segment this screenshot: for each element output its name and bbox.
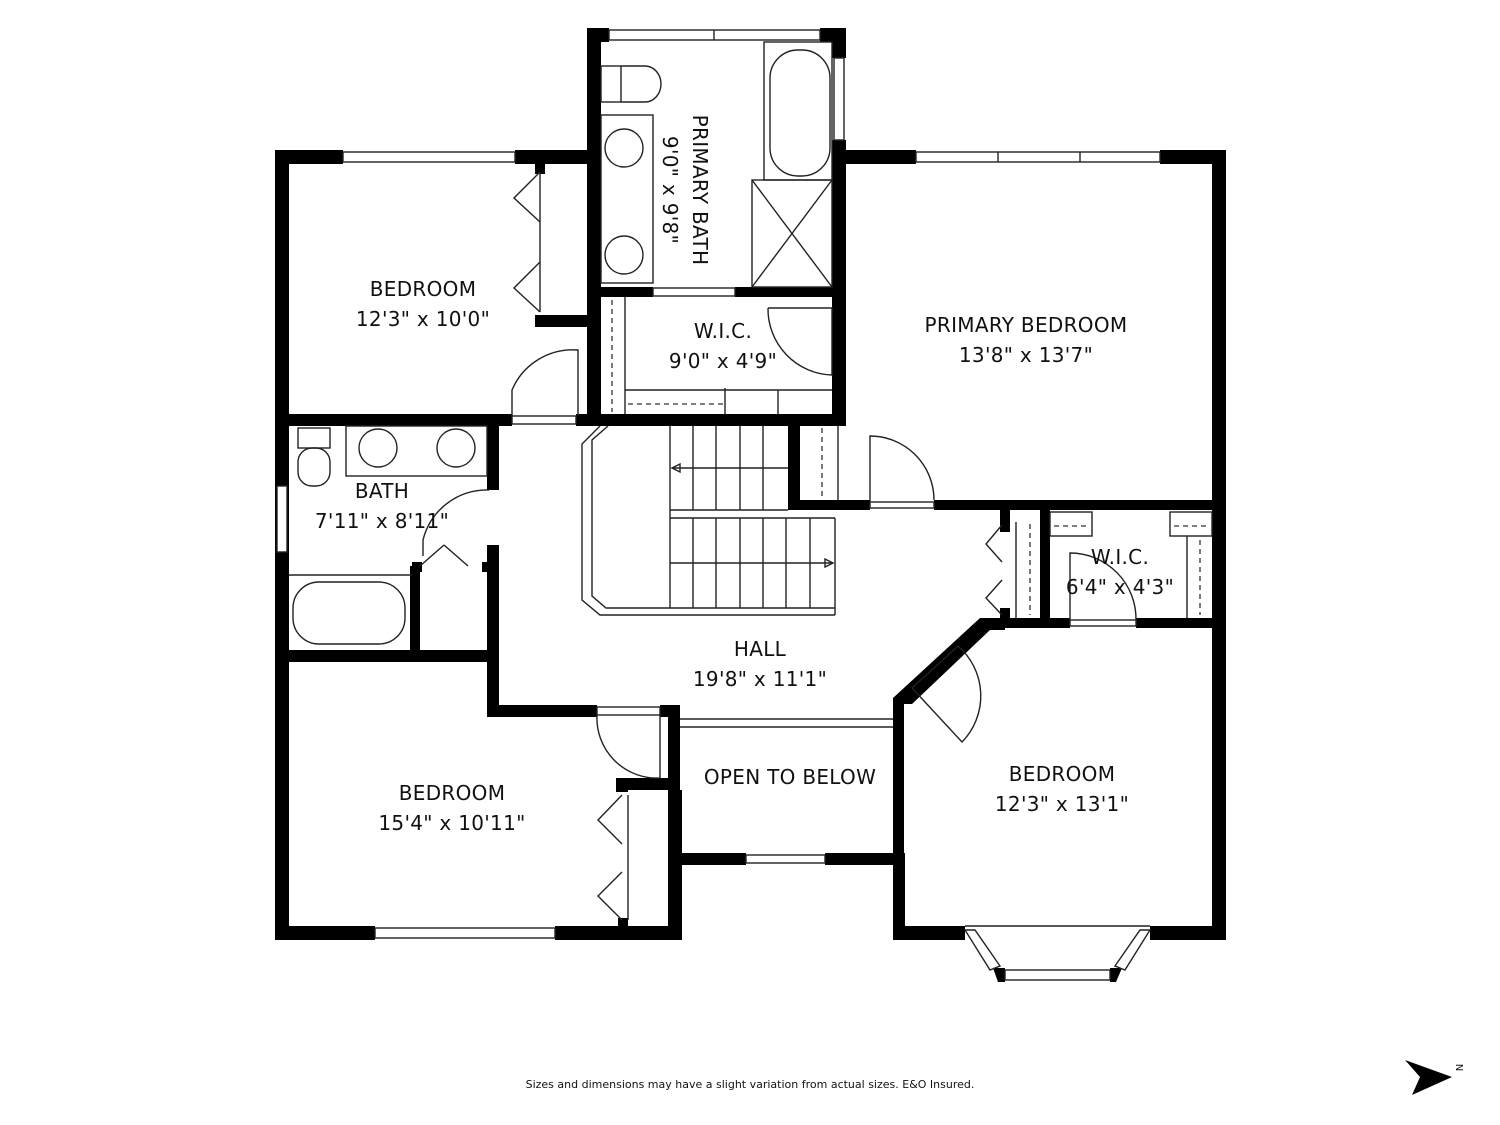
room-name: W.I.C. (1090, 545, 1150, 569)
room-dimensions: 12'3" x 10'0" (355, 307, 491, 331)
room-name: OPEN TO BELOW (703, 765, 877, 789)
room-dimensions: 9'0" x 4'9" (668, 349, 778, 373)
room-dimensions: 12'3" x 13'1" (994, 792, 1130, 816)
room-name: PRIMARY BEDROOM (924, 313, 1128, 337)
room-name: PRIMARY BATH (688, 114, 712, 266)
room-name: BEDROOM (1008, 762, 1116, 786)
room-dimensions: 19'8" x 11'1" (692, 667, 828, 691)
room-label-primary-bedroom: PRIMARY BEDROOM 13'8" x 13'7" (896, 310, 1156, 370)
room-name: W.I.C. (693, 319, 753, 343)
room-label-bath: BATH 7'11" x 8'11" (302, 476, 462, 536)
room-name: BEDROOM (398, 781, 506, 805)
room-label-primary-bath: PRIMARY BATH 9'0" x 9'8" (605, 115, 765, 266)
room-label-bedroom-se: BEDROOM 12'3" x 13'1" (962, 759, 1162, 819)
room-label-open-to-below: OPEN TO BELOW (685, 762, 895, 792)
room-label-hall: HALL 19'8" x 11'1" (680, 634, 840, 694)
room-label-wic-east: W.I.C. 6'4" x 4'3" (1050, 542, 1190, 602)
doors-and-fixtures (289, 41, 1213, 927)
disclaimer-text: Sizes and dimensions may have a slight v… (525, 1078, 975, 1091)
room-name: HALL (733, 637, 787, 661)
room-label-bedroom-nw: BEDROOM 12'3" x 10'0" (323, 274, 523, 334)
room-label-bedroom-sw: BEDROOM 15'4" x 10'11" (352, 778, 552, 838)
compass-direction-label: N (1453, 1063, 1465, 1072)
room-label-wic-primary: W.I.C. 9'0" x 4'9" (643, 316, 803, 376)
room-dimensions: 9'0" x 9'8" (658, 135, 682, 245)
room-name: BATH (354, 479, 410, 503)
room-name: BEDROOM (369, 277, 477, 301)
north-arrow-icon (1405, 1060, 1452, 1095)
room-dimensions: 13'8" x 13'7" (958, 343, 1094, 367)
room-dimensions: 7'11" x 8'11" (314, 509, 450, 533)
room-dimensions: 15'4" x 10'11" (378, 811, 526, 835)
room-dimensions: 6'4" x 4'3" (1065, 575, 1175, 599)
windows (276, 29, 1161, 981)
